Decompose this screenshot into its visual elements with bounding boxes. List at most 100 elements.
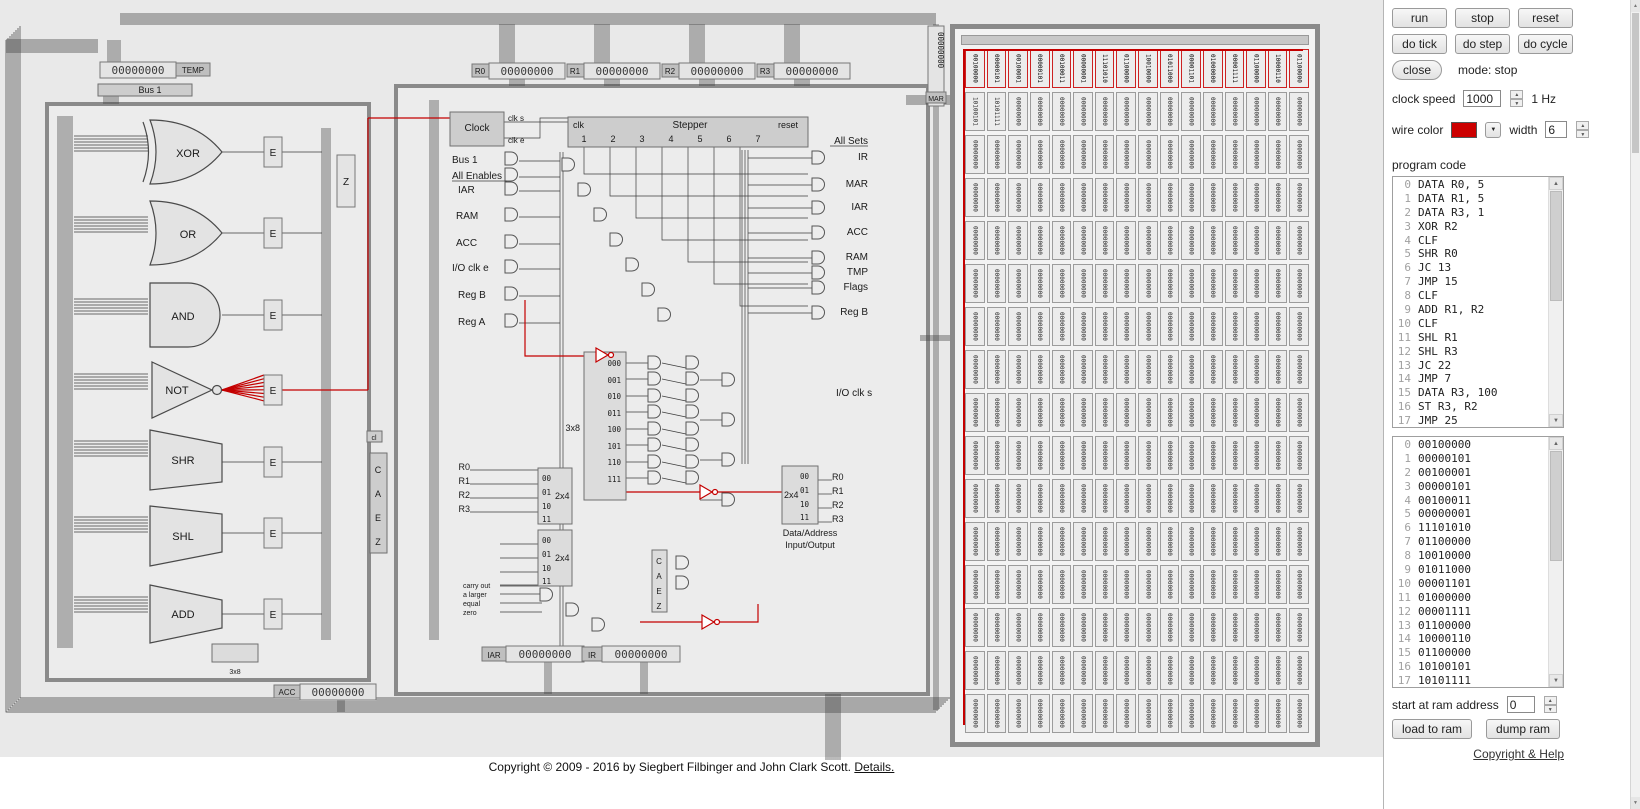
ram-cell[interactable]: 00000000 bbox=[1008, 651, 1028, 690]
spinner-down-icon[interactable]: ▼ bbox=[1543, 704, 1557, 713]
ram-cell[interactable]: 00000000 bbox=[965, 393, 985, 432]
ram-cell[interactable]: 00000000 bbox=[1181, 393, 1201, 432]
ram-cell[interactable]: 10000110 bbox=[1267, 49, 1288, 88]
ram-cell[interactable]: 00000000 bbox=[1267, 651, 1288, 690]
ram-cell[interactable]: 00000000 bbox=[1289, 221, 1309, 260]
ram-cell[interactable]: 00000000 bbox=[1116, 135, 1136, 174]
ram-cell[interactable]: 00000000 bbox=[1202, 694, 1223, 733]
ram-cell[interactable]: 00000000 bbox=[1051, 307, 1072, 346]
ram-cell[interactable]: 00000000 bbox=[1094, 651, 1115, 690]
ram-cell[interactable]: 00000000 bbox=[1051, 436, 1072, 475]
ram-cell[interactable]: 00000000 bbox=[986, 608, 1007, 647]
ram-cell[interactable]: 00000000 bbox=[1267, 694, 1288, 733]
ram-cell[interactable]: 00000000 bbox=[1267, 436, 1288, 475]
ram-cell[interactable]: 00000000 bbox=[1246, 436, 1266, 475]
ram-cell[interactable]: 00000000 bbox=[1008, 436, 1028, 475]
ram-cell[interactable]: 00000000 bbox=[1289, 694, 1309, 733]
ram-cell[interactable]: 00000000 bbox=[1116, 221, 1136, 260]
ram-cell[interactable]: 00000000 bbox=[1202, 393, 1223, 432]
ram-cell[interactable]: 00000000 bbox=[1029, 264, 1050, 303]
ram-cell[interactable]: 00000000 bbox=[1073, 651, 1093, 690]
ram-cell[interactable]: 00000000 bbox=[1224, 307, 1245, 346]
ram-cell[interactable]: 00000000 bbox=[1008, 92, 1028, 131]
ram-cell[interactable]: 00000000 bbox=[1224, 479, 1245, 518]
ram-cell[interactable]: 00000000 bbox=[1138, 307, 1158, 346]
ram-cell[interactable]: 00000000 bbox=[1116, 264, 1136, 303]
ram-cell[interactable]: 00000000 bbox=[1289, 393, 1309, 432]
spinner-down-icon[interactable]: ▼ bbox=[1510, 98, 1524, 107]
ram-cell[interactable]: 00000000 bbox=[1051, 694, 1072, 733]
ram-cell[interactable]: 00000000 bbox=[1289, 479, 1309, 518]
scrollbar-thumb[interactable] bbox=[1550, 191, 1562, 301]
ram-cell[interactable]: 00000000 bbox=[1202, 135, 1223, 174]
ram-cell[interactable]: 00000000 bbox=[1159, 221, 1180, 260]
wire-width-spinner[interactable]: ▲▼ bbox=[1576, 121, 1590, 138]
ram-cell[interactable]: 00000000 bbox=[1138, 608, 1158, 647]
ram-cell[interactable]: 00000000 bbox=[1051, 651, 1072, 690]
ram-cell[interactable]: 00000000 bbox=[1138, 694, 1158, 733]
ram-cell[interactable]: 00000000 bbox=[1094, 350, 1115, 389]
ram-cell[interactable]: 01100000 bbox=[1116, 49, 1136, 88]
ram-cell[interactable]: 00000000 bbox=[965, 307, 985, 346]
ram-cell[interactable]: 00000000 bbox=[965, 350, 985, 389]
ram-cell[interactable]: 00000000 bbox=[1181, 307, 1201, 346]
ram-cell[interactable]: 00000000 bbox=[1202, 608, 1223, 647]
ram-cell[interactable]: 00000000 bbox=[1224, 608, 1245, 647]
ram-cell[interactable]: 00000000 bbox=[1289, 264, 1309, 303]
ram-cell[interactable]: 00000000 bbox=[1202, 522, 1223, 561]
ram-cell[interactable]: 00000000 bbox=[965, 221, 985, 260]
ram-cell[interactable]: 00000000 bbox=[1246, 522, 1266, 561]
ram-cell[interactable]: 00000000 bbox=[1008, 479, 1028, 518]
ram-cell[interactable]: 00001111 bbox=[1224, 49, 1245, 88]
ram-cell[interactable]: 00000000 bbox=[1267, 92, 1288, 131]
ram-cell[interactable]: 00000000 bbox=[1289, 522, 1309, 561]
ram-cell[interactable]: 00000000 bbox=[986, 178, 1007, 217]
ram-cell[interactable]: 00000000 bbox=[1267, 393, 1288, 432]
ram-cell[interactable]: 01100000 bbox=[1289, 49, 1309, 88]
ram-cell[interactable]: 00000000 bbox=[1008, 393, 1028, 432]
ram-cell[interactable]: 00000001 bbox=[1073, 49, 1093, 88]
ram-cell[interactable]: 00000000 bbox=[1094, 694, 1115, 733]
ram-cell[interactable]: 00000000 bbox=[1159, 565, 1180, 604]
ram-cell[interactable]: 00000000 bbox=[1159, 307, 1180, 346]
ram-cell[interactable]: 00000000 bbox=[1202, 92, 1223, 131]
ram-cell[interactable]: 00000000 bbox=[986, 393, 1007, 432]
ram-cell[interactable]: 00000000 bbox=[1094, 565, 1115, 604]
clock-speed-input[interactable] bbox=[1463, 90, 1502, 107]
ram-cell[interactable]: 00000101 bbox=[1029, 49, 1050, 88]
ram-cell[interactable]: 00000000 bbox=[1246, 608, 1266, 647]
ram-cell[interactable]: 00000000 bbox=[1202, 651, 1223, 690]
ram-cell[interactable]: 00000000 bbox=[1181, 694, 1201, 733]
ram-cell[interactable]: 00000000 bbox=[1073, 135, 1093, 174]
scroll-down-icon[interactable]: ▼ bbox=[1549, 674, 1563, 687]
ram-cell[interactable]: 00000000 bbox=[1138, 264, 1158, 303]
ram-cell[interactable]: 00000000 bbox=[1289, 565, 1309, 604]
ram-cell[interactable]: 00000000 bbox=[965, 479, 985, 518]
ram-cell[interactable]: 00000000 bbox=[1138, 565, 1158, 604]
scroll-up-icon[interactable]: ▲ bbox=[1631, 0, 1640, 12]
ram-cell[interactable]: 00000000 bbox=[1008, 178, 1028, 217]
ram-cell[interactable]: 00000000 bbox=[1138, 479, 1158, 518]
ram-cell[interactable]: 00000000 bbox=[1267, 350, 1288, 389]
ram-cell[interactable]: 10101111 bbox=[986, 92, 1007, 131]
spinner-up-icon[interactable]: ▲ bbox=[1543, 696, 1557, 705]
ram-cell[interactable]: 00000000 bbox=[965, 264, 985, 303]
ram-cell[interactable]: 00000000 bbox=[1051, 264, 1072, 303]
reset-button[interactable]: reset bbox=[1518, 8, 1573, 28]
